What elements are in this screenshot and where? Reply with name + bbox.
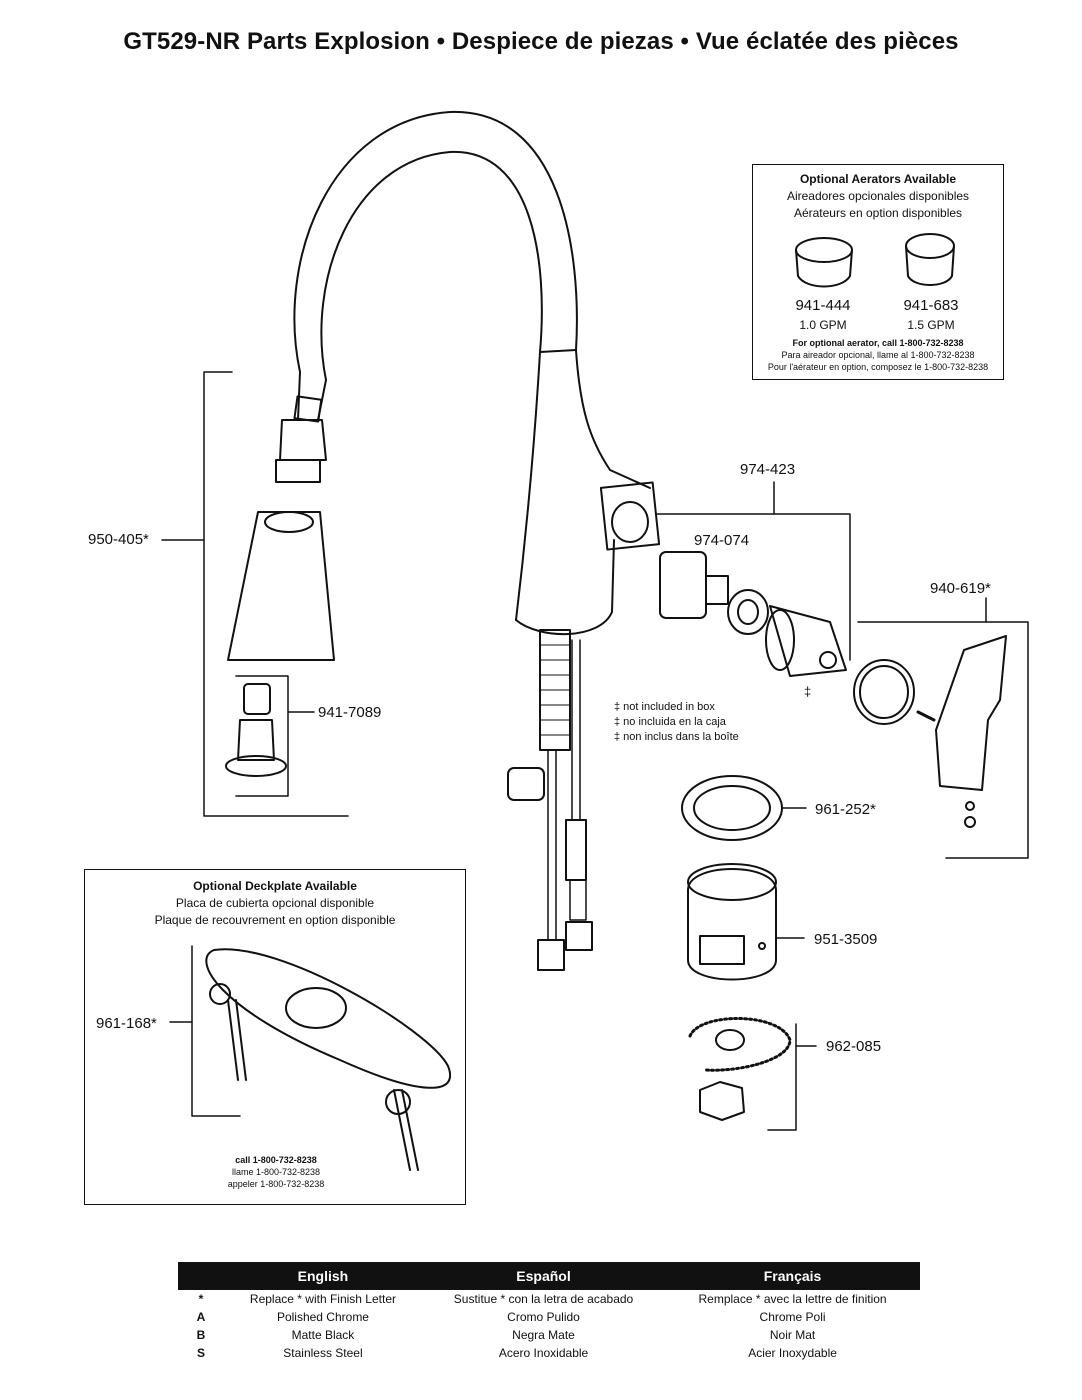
legend-es: Negra Mate [512, 1328, 575, 1342]
not-included-fr: ‡ non inclus dans la boîte [614, 731, 739, 743]
optional-aerators-box: Optional Aerators Available Aireadores o… [752, 164, 1004, 380]
legend-es: Sustitue * con la letra de acabado [453, 1292, 634, 1306]
spray-head-illustration [225, 371, 335, 777]
part-label-cartridge-assembly: 974-423 [740, 461, 796, 478]
aerator-item-1: 941-444 1.0 GPM [783, 297, 863, 332]
legend-en: Polished Chrome [276, 1310, 369, 1324]
aerators-title: Optional Aerators Available [799, 172, 957, 186]
legend-key: B [196, 1328, 206, 1342]
legend-header-fr: Français [665, 1262, 920, 1290]
aerator-part-2: 941-683 [903, 297, 959, 314]
legend-en: Replace * with Finish Letter [249, 1292, 396, 1306]
deckplate-call-fr: appeler 1-800-732-8238 [227, 1179, 325, 1189]
aerators-call-es: Para aireador opcional, llame al 1-800-7… [781, 350, 975, 360]
legend-key: S [196, 1346, 205, 1360]
legend-es: Cromo Pulido [507, 1310, 580, 1324]
legend-row: A Polished Chrome Cromo Pulido Chrome Po… [178, 1308, 920, 1326]
legend-row: B Matte Black Negra Mate Noir Mat [178, 1326, 920, 1344]
deckplate-call-en: call 1-800-732-8238 [235, 1155, 317, 1165]
part-label-deckplate: 961-168* [96, 1015, 157, 1032]
aerators-title-fr: Aérateurs en option disponibles [793, 206, 963, 220]
aerator-flow-2: 1.5 GPM [907, 318, 955, 332]
callout-lines [161, 371, 1029, 1131]
mounting-hardware-illustration [681, 775, 792, 1121]
deckplate-call-es: llame 1-800-732-8238 [231, 1167, 321, 1177]
aerators-title-es: Aireadores opcionales disponibles [786, 189, 970, 203]
aerator-item-2: 941-683 1.5 GPM [891, 297, 971, 332]
legend-row: S Stainless Steel Acero Inoxidable Acier… [178, 1344, 920, 1362]
dagger-marker: ‡ [804, 684, 812, 699]
cartridge-illustration [659, 551, 847, 677]
legend-fr: Chrome Poli [759, 1310, 826, 1324]
not-included-note: ‡ not included in box ‡ no incluida en l… [614, 700, 739, 745]
legend-fr: Remplace * avec la lettre de finition [698, 1292, 887, 1306]
legend-header-en: English [224, 1262, 422, 1290]
not-included-es: ‡ no incluida en la caja [614, 716, 726, 728]
legend-header-es: Español [421, 1262, 666, 1290]
aerators-illustration [795, 233, 955, 288]
legend-key: * [198, 1292, 204, 1306]
legend-fr: Acier Inoxydable [748, 1346, 837, 1360]
part-label-hardware: 962-085 [826, 1038, 882, 1055]
legend-en: Stainless Steel [283, 1346, 363, 1360]
aerators-call-en: For optional aerator, call 1-800-732-823… [792, 338, 964, 348]
part-label-gasket: 961-252* [815, 801, 876, 818]
legend-es: Acero Inoxidable [498, 1346, 589, 1360]
legend-en: Matte Black [291, 1328, 355, 1342]
part-label-aerator-parts: 941-7089 [318, 704, 382, 721]
optional-deckplate-box: Optional Deckplate Available Placa de cu… [84, 869, 466, 1205]
faucet-body-illustration [293, 110, 661, 971]
aerators-call-fr: Pour l'aérateur en option, composez le 1… [767, 362, 989, 372]
deckplate-illustration [205, 948, 451, 1171]
part-label-spray: 950-405* [88, 531, 149, 548]
legend-key: A [196, 1310, 206, 1324]
handle-illustration [853, 635, 1007, 828]
deckplate-title-es: Placa de cubierta opcional disponible [175, 896, 375, 910]
part-label-cartridge: 974-074 [694, 532, 750, 549]
aerator-flow-1: 1.0 GPM [799, 318, 847, 332]
legend-header-key [178, 1262, 224, 1290]
part-label-mount: 951-3509 [814, 931, 878, 948]
aerator-part-1: 941-444 [795, 297, 851, 314]
page-title: GT529-NR Parts Explosion • Despiece de p… [123, 28, 959, 55]
not-included-en: ‡ not included in box [614, 701, 715, 713]
legend-fr: Noir Mat [769, 1328, 816, 1342]
finish-legend-table: English Español Français * Replace * wit… [178, 1262, 920, 1362]
part-label-handle: 940-619* [930, 580, 991, 597]
deckplate-title: Optional Deckplate Available [193, 879, 357, 893]
legend-row: * Replace * with Finish Letter Sustitue … [178, 1290, 920, 1308]
deckplate-title-fr: Plaque de recouvrement en option disponi… [154, 913, 396, 927]
legend-header-row: English Español Français [178, 1262, 920, 1290]
